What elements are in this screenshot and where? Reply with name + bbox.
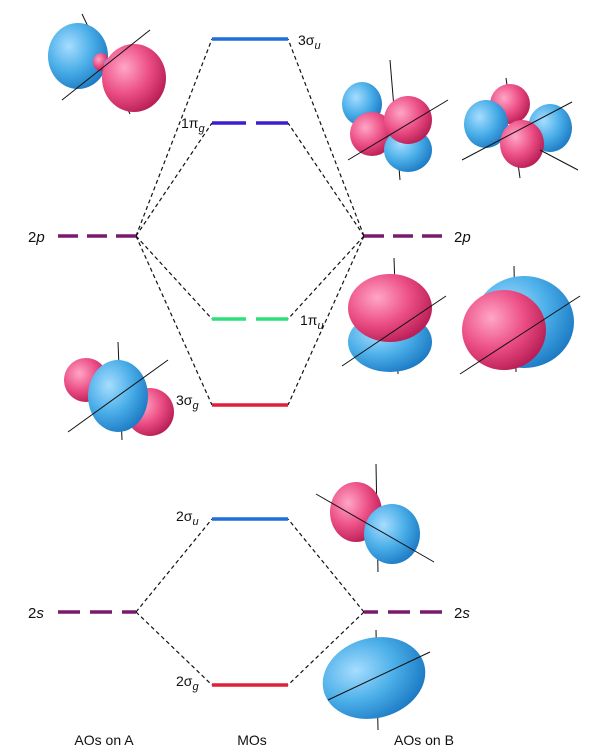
orbital-2sigma-u	[315, 463, 435, 573]
orbital-1pi-g-1	[342, 59, 449, 181]
orbital-3sigma-g	[64, 341, 174, 441]
footer-aos-on-b: AOs on B	[394, 732, 454, 748]
mo-label-1pi-u: 1πu	[300, 312, 324, 332]
ao-label-b-2s: 2s	[454, 605, 470, 622]
ao-label-b-2p: 2p	[454, 229, 471, 246]
correlation-lines	[135, 38, 365, 686]
orbital-2sigma-g	[322, 629, 431, 731]
orbital-1pi-u-1	[341, 257, 447, 375]
mo-label-1pi-g: 1πg	[181, 115, 205, 135]
orbital-1pi-u-2	[459, 265, 581, 375]
orbital-1pi-g-2	[461, 77, 579, 179]
footer-mos: MOs	[237, 732, 267, 748]
ao-label-a-2s: 2s	[28, 605, 44, 622]
orbital-3sigma-u	[48, 13, 166, 115]
mo-label-3sigma-g: 3σg	[176, 392, 199, 412]
mo-label-2sigma-u: 2σu	[176, 508, 199, 528]
footer-aos-on-a: AOs on A	[74, 732, 134, 748]
mo-label-3sigma-u: 3σu	[298, 32, 321, 52]
mo-label-2sigma-g: 2σg	[176, 673, 199, 693]
ao-label-a-2p: 2p	[28, 229, 45, 246]
